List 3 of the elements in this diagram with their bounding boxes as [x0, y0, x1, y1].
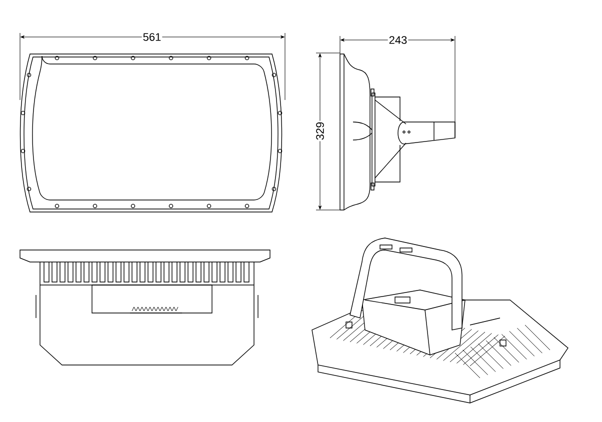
dimension-label: 329: [315, 120, 325, 142]
dimension-label: 243: [388, 35, 408, 45]
dimension-label: 561: [142, 32, 162, 42]
